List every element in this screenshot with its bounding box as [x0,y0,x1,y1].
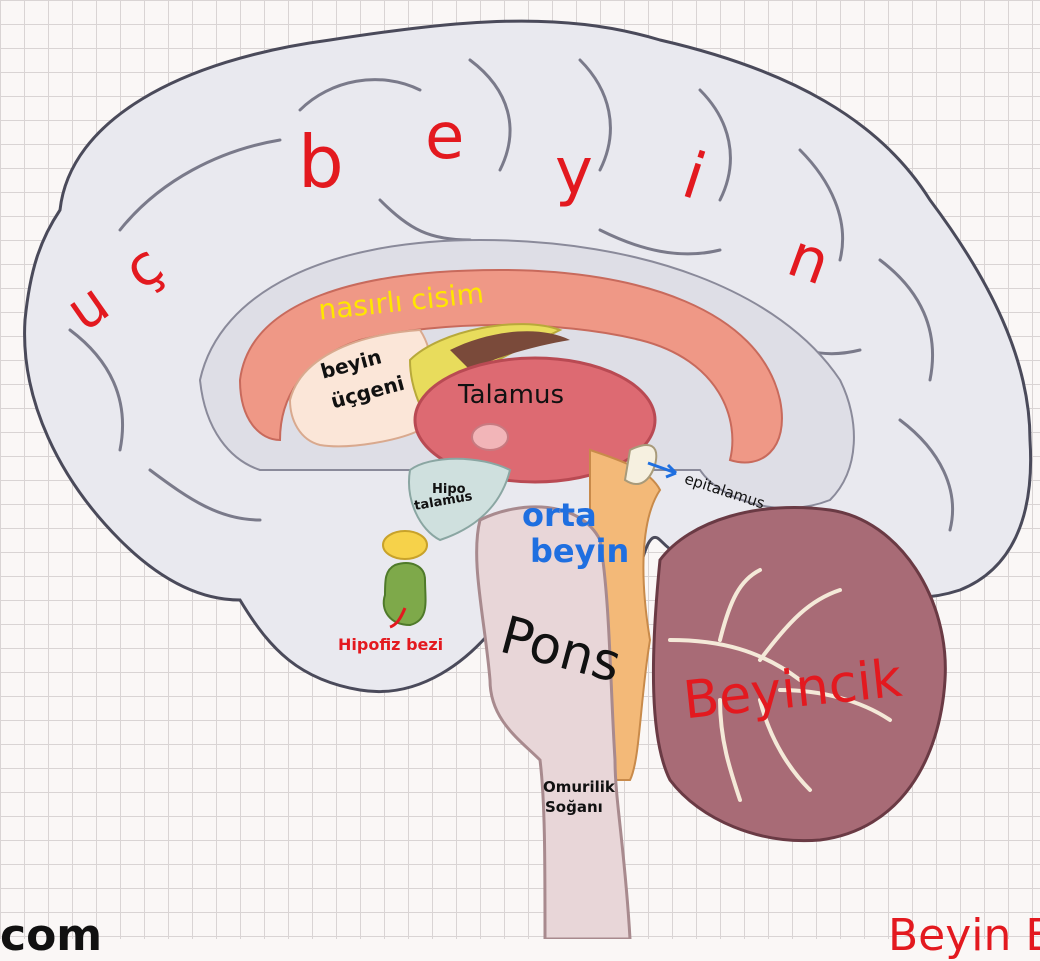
label-medulla-line2: Soğanı [545,798,603,816]
label-midbrain-line2: beyin [530,532,629,570]
title-letter-e: e [425,100,464,174]
interthalamic-adhesion [472,424,508,450]
bottom-left-fragment: com [0,910,102,961]
bottom-right-fragment: Beyin B [888,910,1040,961]
label-midbrain-line1: orta [522,496,597,534]
label-thalamus: Talamus [458,380,564,410]
brain-diagram [0,0,1040,939]
title-letter-y: y [555,135,593,209]
pituitary-gland [384,563,426,625]
label-pituitary: Hipofiz bezi [338,635,443,654]
label-medulla-line1: Omurilik [543,778,615,796]
title-letter-b: b [298,120,344,204]
